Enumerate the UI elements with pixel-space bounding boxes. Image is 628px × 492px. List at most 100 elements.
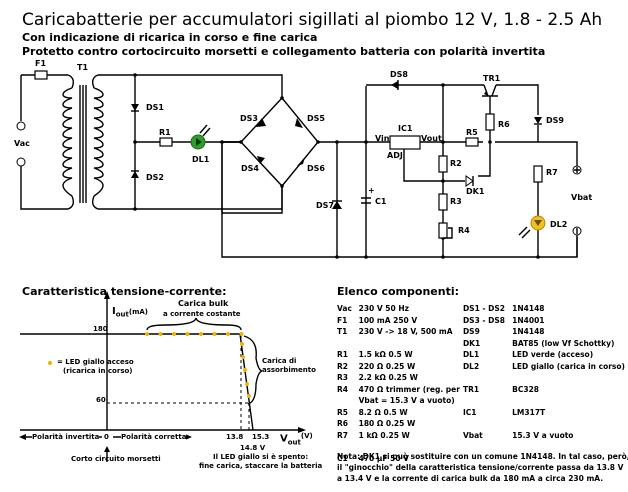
x-tick-0: 0: [104, 433, 109, 441]
y-tick-60: 60: [96, 396, 106, 404]
capacitor-c1: [361, 197, 371, 204]
component-value: 180 Ω 0.25 W: [358, 419, 416, 428]
fuse-f1: [34, 70, 48, 80]
component-value: 230 V 50 Hz: [358, 304, 409, 313]
component-value: 8.2 Ω 0.5 W: [358, 407, 408, 417]
led-on-dot: [240, 342, 244, 346]
label-tr1: TR1: [483, 74, 501, 83]
resistor-r7: [533, 165, 543, 183]
component-value: 470 µF 50 V: [358, 453, 409, 463]
short-circuit-label: Corto circuito morsetti: [71, 455, 161, 463]
component-row: R6 180 Ω 0.25 W: [337, 418, 628, 430]
label-r4: R4: [458, 226, 470, 235]
led-on-dot: [241, 355, 245, 359]
transistor-tr1: [482, 84, 498, 97]
x-tick-13-8: 13.8: [226, 433, 244, 441]
label-ds3: DS3: [240, 114, 258, 123]
label-r1: R1: [159, 128, 171, 137]
component-value: 100 mA 250 V: [358, 315, 418, 325]
vac-terminal-bottom: [16, 157, 26, 167]
component-ref: [463, 372, 512, 384]
component-ref: TR1: [462, 384, 480, 394]
label-c1-plus: +: [368, 186, 375, 195]
absorb-label-2: assorbimento: [262, 366, 316, 374]
x-tick-14-8: 14.8 V: [240, 444, 266, 452]
component-ref: T1: [337, 327, 348, 336]
x-axis-arrow: [298, 427, 306, 433]
component-value: 1N4001: [512, 315, 545, 325]
component-ref: [463, 395, 512, 407]
component-value: 1 kΩ 0.25 W: [358, 430, 410, 440]
component-ref: R1: [337, 350, 348, 359]
component-ref: C1: [337, 453, 348, 463]
components-note: Nota: DK1 si può sostituire con un comun…: [337, 451, 628, 484]
resistor-r2: [438, 155, 448, 173]
component-value: [512, 372, 628, 384]
schottky-dk1: [465, 175, 474, 187]
label-r3: R3: [450, 197, 462, 206]
component-value: 1N4148: [512, 304, 545, 313]
y-tick-180: 180: [93, 325, 108, 333]
component-ref: R4: [337, 384, 348, 394]
diode-ds1: [131, 104, 139, 111]
absorb-label-1: Carica di: [262, 357, 297, 365]
component-value: 230 V -> 18 V, 500 mA: [358, 327, 453, 336]
led-on-dot: [226, 332, 230, 336]
label-vin: Vin: [375, 134, 390, 143]
led-on-dot: [172, 332, 176, 336]
resistor-r3: [438, 193, 448, 211]
component-ref: R6: [337, 419, 348, 428]
resistor-r6: [485, 113, 495, 131]
absorb-brace: [243, 335, 263, 405]
component-value: [512, 418, 628, 430]
page-title: Caricabatterie per accumulatori sigillat…: [22, 10, 603, 30]
subtitle-2: Protetto contro cortocircuito morsetti e…: [22, 45, 546, 58]
regulator-section: DS7 C1 + IC1 Vin Vout ADJ: [221, 86, 578, 259]
resistor-r5: [465, 137, 479, 147]
led-on-dot: [185, 332, 190, 336]
component-value: 220 Ω 0.25 W: [358, 361, 416, 371]
label-ds5: DS5: [307, 114, 325, 123]
component-ref: R7: [337, 430, 348, 440]
resistor-r1: [159, 137, 173, 147]
led-off-label-1: Il LED giallo si è spento:: [213, 453, 309, 461]
label-ds1: DS1: [146, 103, 164, 112]
axes-and-curve: [20, 297, 301, 431]
component-ref: R2: [337, 361, 348, 371]
led-off-label-2: fine carica, staccare la batteria: [199, 462, 323, 470]
component-ref: DL1: [462, 350, 480, 359]
led-on-dot: [145, 332, 149, 336]
component-value: LM317T: [512, 407, 546, 417]
trimmer-r4: [438, 222, 448, 239]
component-row: C1 470 µF 50 V: [337, 453, 628, 465]
component-value: BC328: [512, 384, 540, 394]
note-line: il "ginocchio" della caratteristica tens…: [337, 463, 624, 472]
label-adj: ADJ: [387, 151, 403, 160]
diode-ds9: [534, 117, 542, 124]
label-t1: T1: [77, 63, 88, 72]
label-ds9: DS9: [546, 116, 564, 125]
ic1-lm317: [389, 135, 421, 150]
vac-terminal-top: [16, 121, 26, 131]
label-ds2: DS2: [146, 173, 164, 182]
legend-text-2: (ricarica in corso): [63, 367, 133, 375]
bridge-rectifier: DS3 DS4 DS5 DS6: [221, 96, 366, 214]
component-ref: DL2: [462, 361, 480, 371]
component-ref: [337, 338, 359, 350]
bulk-label-2: a corrente costante: [163, 310, 241, 318]
subtitle-1: Con indicazione di ricarica in corso e f…: [22, 31, 318, 44]
characteristic-heading: Caratteristica tensione-corrente:: [22, 285, 227, 298]
diode-ds7: [332, 201, 342, 209]
component-ref: [337, 395, 359, 407]
label-dl2: DL2: [550, 220, 567, 229]
label-ds4: DS4: [241, 164, 259, 173]
components-heading: Elenco componenti:: [337, 285, 460, 298]
label-ds8: DS8: [390, 70, 408, 79]
secondary-circuit: DS1 DS2 R1 DL1: [98, 73, 283, 215]
